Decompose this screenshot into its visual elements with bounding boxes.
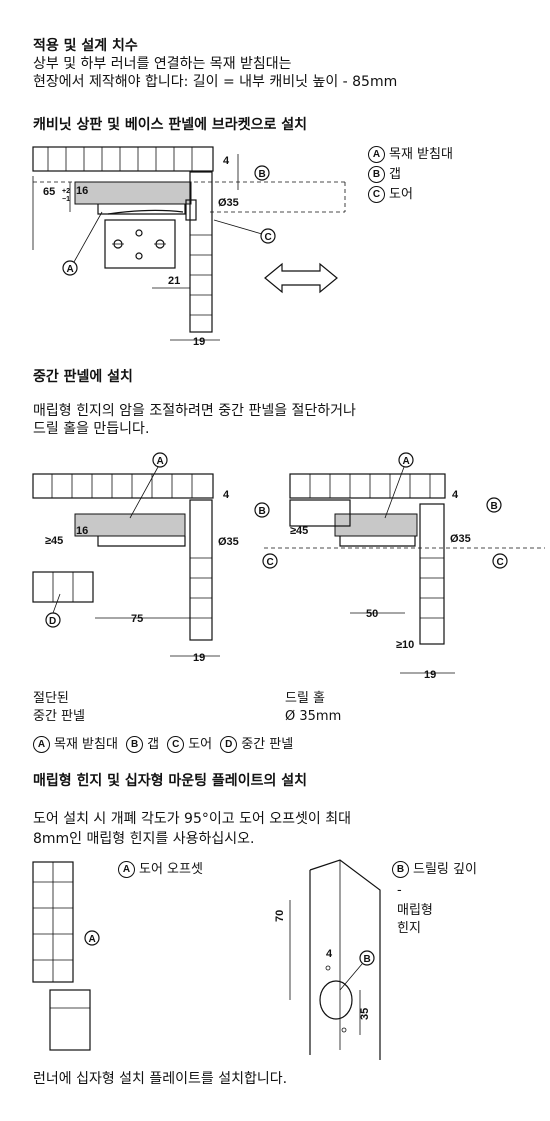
section2-text-1: 매립형 힌지의 암을 조절하려면 중간 판넬을 절단하거나 (33, 403, 356, 419)
callout2l-d: D (49, 616, 56, 627)
dim2r-19: 19 (424, 669, 436, 681)
section2-text-2: 드릴 홀을 만듭니다. (33, 421, 150, 437)
dim2l-35: Ø35 (218, 536, 239, 548)
callout2l-b: B (259, 506, 266, 517)
footer-text: 런너에 십자형 설치 플레이트를 설치합니다. (33, 1071, 288, 1087)
callout2r-a: A (403, 456, 410, 467)
dim-65: 65 (43, 186, 55, 198)
dim-35: Ø35 (218, 197, 239, 209)
callout-b: B (259, 169, 266, 180)
dim2l-19: 19 (193, 652, 205, 664)
caption-cut-1: 절단된 (33, 691, 69, 706)
dim2l-16: 16 (76, 525, 88, 537)
diagram-hinge-install: A 70 4 35 B (32, 859, 381, 1060)
dim2r-10: ≥10 (396, 639, 414, 651)
dim2r-50: 50 (366, 608, 378, 620)
dim-65-minus: −1 (62, 196, 70, 203)
section2-title: 중간 판넬에 설치 (33, 369, 133, 385)
caption-drill-2: Ø 35mm (285, 709, 342, 724)
dim-16: 16 (76, 185, 88, 197)
section3-text-2: 8mm인 매립형 힌지를 사용하십시오. (33, 831, 255, 847)
section3-text-1: 도어 설치 시 개폐 각도가 95°이고 도어 오프셋이 최대 (33, 811, 352, 827)
diagram-bracket-install: 65 +2 −1 16 4 Ø35 21 19 A B C (32, 146, 346, 348)
dim2r-45: ≥45 (290, 525, 308, 537)
dim3-4: 4 (326, 948, 333, 960)
dim2l-4: 4 (223, 489, 230, 501)
intro-line-2: 현장에서 제작해야 합니다: 길이 = 내부 캐비닛 높이 - 85mm (33, 74, 398, 90)
diagram-middle-panel: 4 16 ≥45 Ø35 75 19 A B D 4 ≥45 Ø35 50 ≥1… (32, 452, 545, 681)
callout2l-a: A (157, 456, 164, 467)
dim-4: 4 (223, 155, 230, 167)
label-b-line3: 힌지 (397, 921, 421, 936)
dim-21: 21 (168, 275, 180, 287)
dim2l-75: 75 (131, 613, 143, 625)
callout-a: A (67, 264, 74, 275)
callout2r-c-right: C (497, 557, 504, 568)
dim3-35: 35 (359, 1008, 371, 1020)
callout2r-b: B (491, 501, 498, 512)
dim3-70: 70 (274, 910, 286, 922)
callout3-b: B (364, 954, 371, 965)
caption-cut-2: 중간 판넬 (33, 709, 85, 724)
section1-title: 캐비닛 상판 및 베이스 판넬에 브라켓으로 설치 (33, 117, 307, 133)
callout3-a: A (89, 934, 96, 945)
dim2l-45: ≥45 (45, 535, 63, 547)
dim-19: 19 (193, 336, 205, 348)
section3-title: 매립형 힌지 및 십자형 마운팅 플레이트의 설치 (33, 773, 307, 789)
label-b-line2: 매립형 (397, 903, 433, 918)
callout2r-c-left: C (267, 557, 274, 568)
dim2r-35: Ø35 (450, 533, 471, 545)
dim2r-4: 4 (452, 489, 459, 501)
intro-title: 적용 및 설계 치수 (33, 38, 138, 54)
label-b-dash: - (397, 883, 402, 898)
dim-65-plus: +2 (62, 188, 70, 195)
callout-c: C (265, 232, 272, 243)
caption-drill-1: 드릴 홀 (285, 691, 326, 706)
intro-line-1: 상부 및 하부 러너를 연결하는 목재 받침대는 (33, 56, 292, 72)
